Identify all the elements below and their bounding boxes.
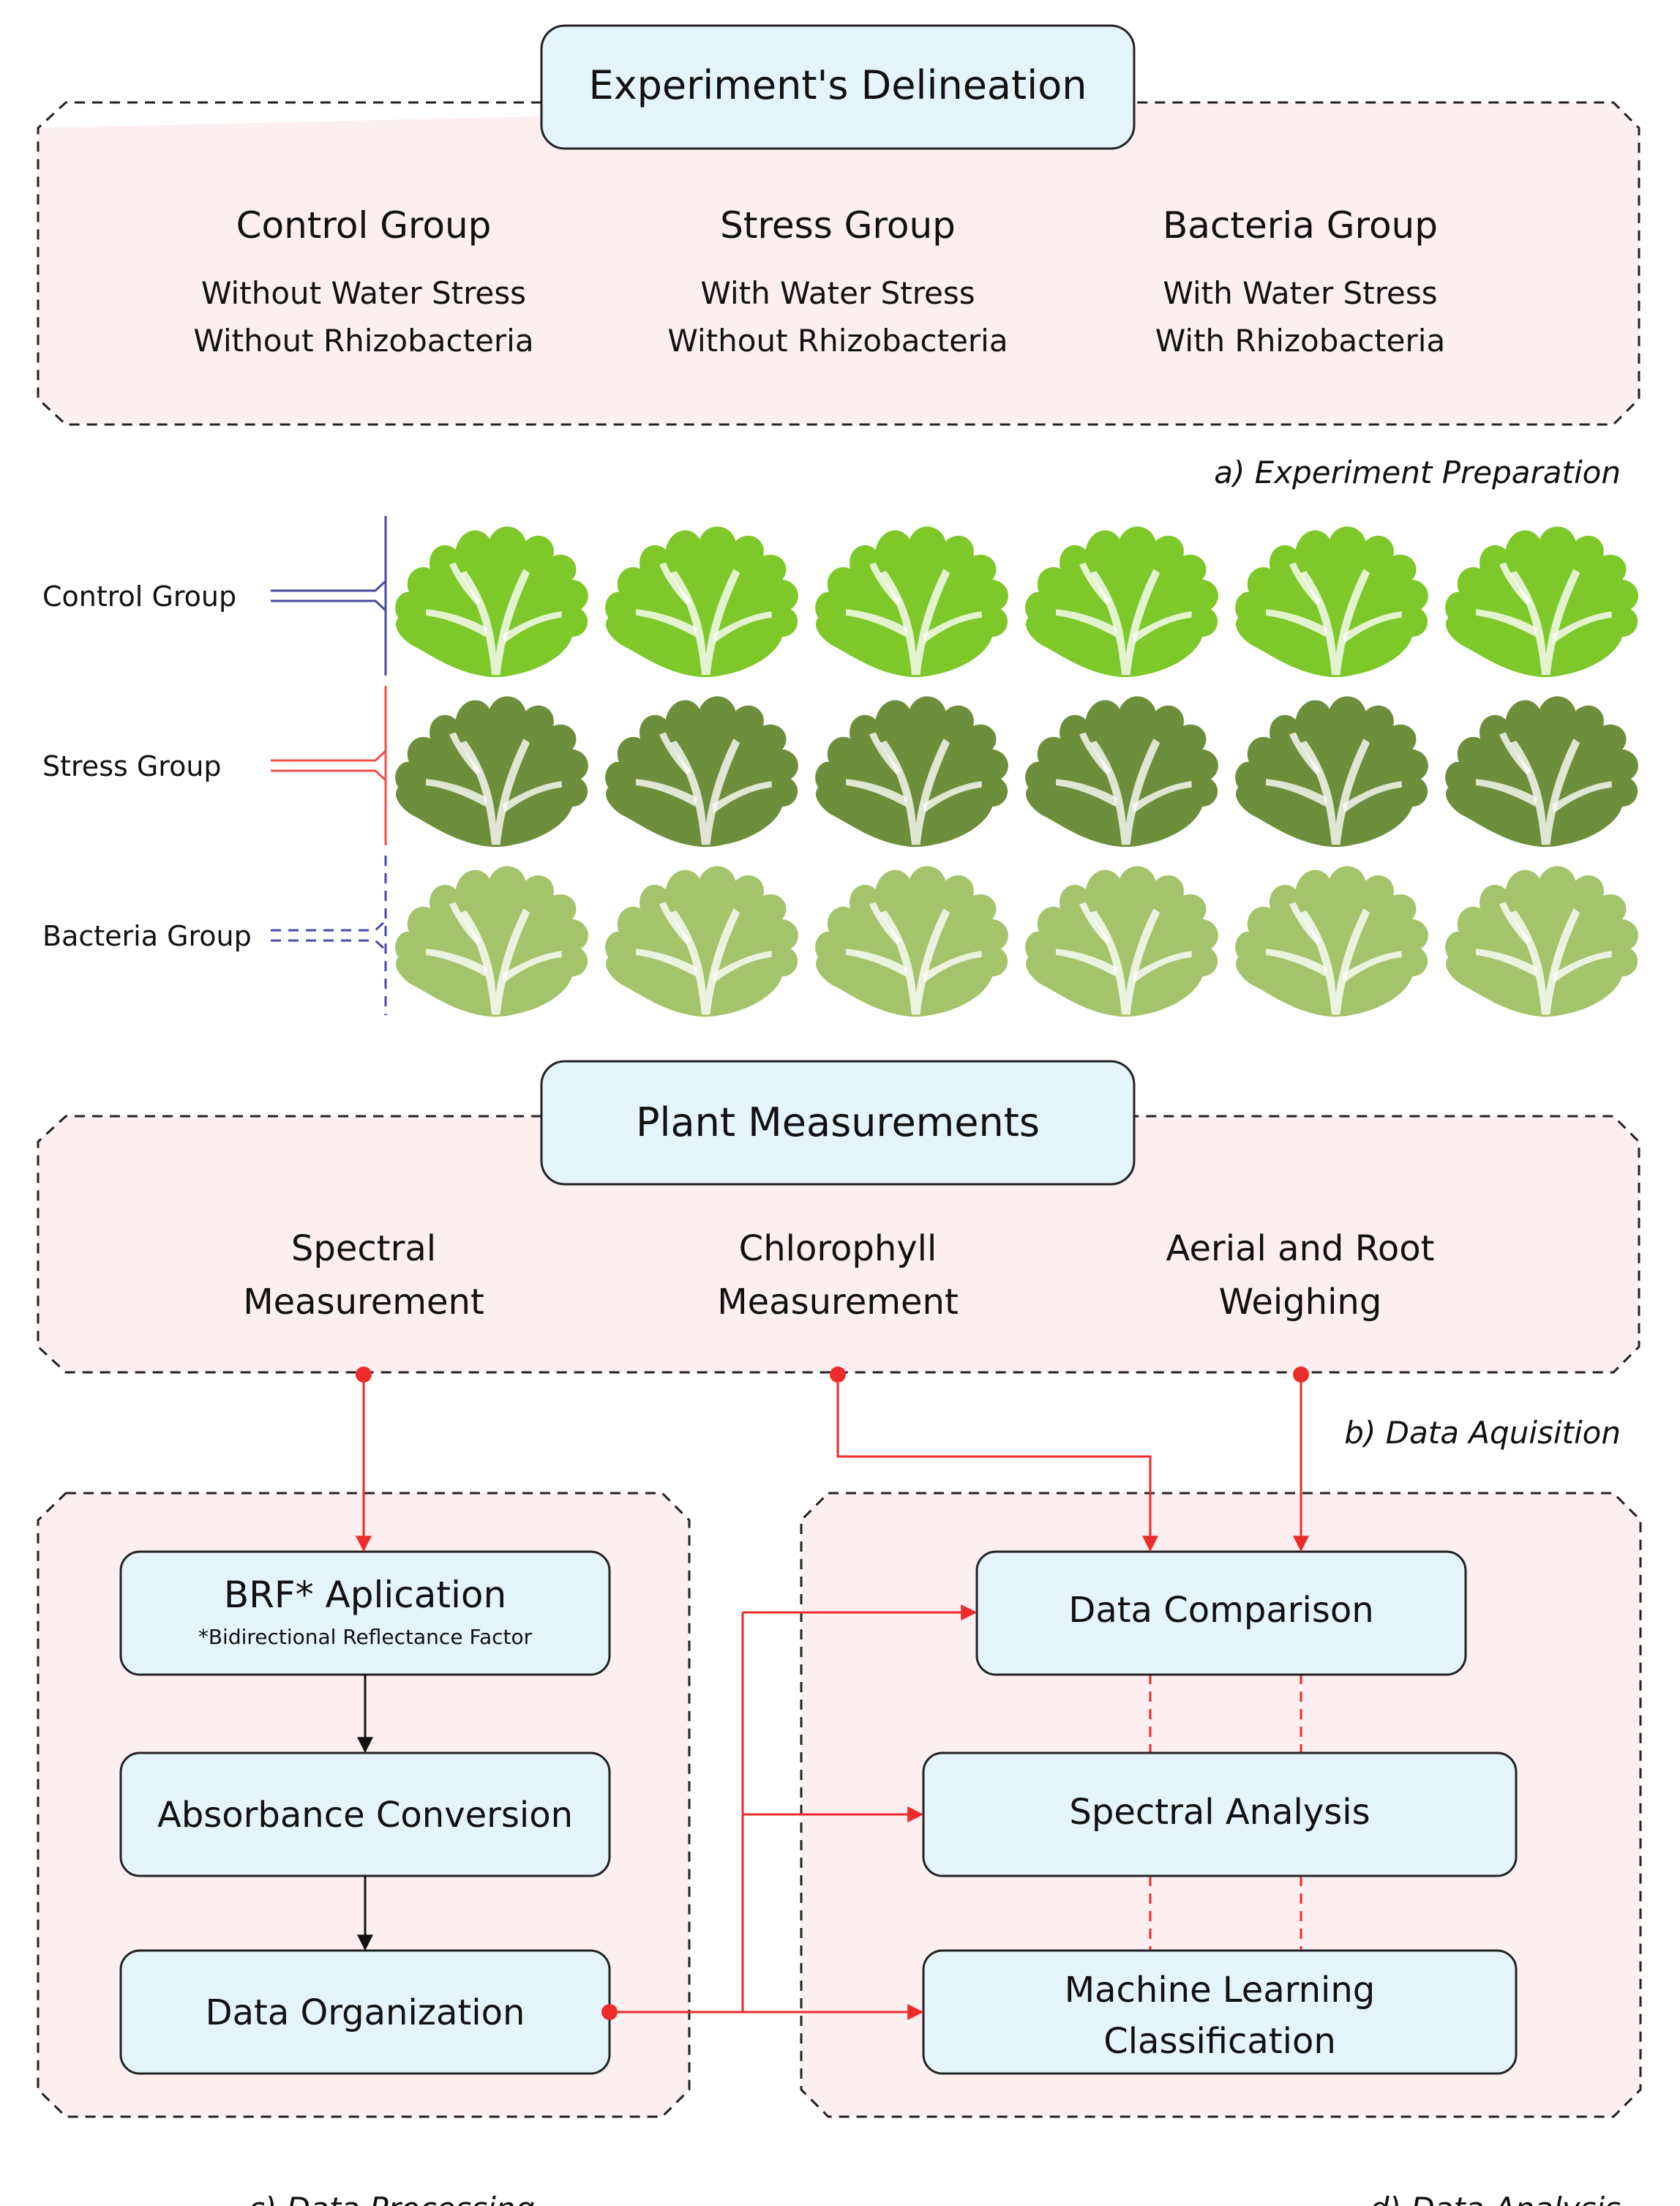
svg-text:Stress Group: Stress Group (720, 204, 956, 247)
caption-data-analysis: d) Data Analysis (1370, 2191, 1621, 2206)
svg-text:Weighing: Weighing (1219, 1282, 1382, 1323)
svg-text:Data Comparison: Data Comparison (1068, 1590, 1373, 1631)
lettuce-icon (395, 526, 588, 678)
svg-text:Aerial and Root: Aerial and Root (1166, 1228, 1435, 1269)
plant-row-label: Control Group (42, 580, 236, 613)
analysis-dashed-links (1149, 1674, 1302, 1951)
lettuce-icon (1025, 866, 1218, 1017)
svg-text:Spectral: Spectral (291, 1228, 436, 1269)
lettuce-icon (1445, 526, 1638, 678)
lettuce-icon (1445, 696, 1638, 848)
svg-text:Spectral Analysis: Spectral Analysis (1069, 1792, 1370, 1833)
plant-measurements-title-box: Plant Measurements (540, 1060, 1136, 1186)
svg-text:Classification: Classification (1103, 2021, 1336, 2062)
svg-text:Machine Learning: Machine Learning (1065, 1970, 1376, 2011)
measurement-spectral: Spectral Measurement (243, 1228, 484, 1323)
svg-text:BRF* Aplication: BRF* Aplication (224, 1574, 506, 1616)
svg-text:Without Rhizobacteria: Without Rhizobacteria (193, 323, 533, 359)
lettuce-icon (1025, 526, 1218, 678)
data-comparison-box: Data Comparison (975, 1550, 1467, 1676)
plant-row-label: Bacteria Group (42, 920, 252, 952)
lettuce-icon (605, 696, 798, 848)
svg-text:Control Group: Control Group (236, 204, 492, 247)
caption-data-acquisition: b) Data Aquisition (1344, 1415, 1621, 1451)
lettuce-icon (815, 696, 1008, 848)
measurement-chlorophyll: Chlorophyll Measurement (717, 1228, 959, 1323)
svg-text:With Water Stress: With Water Stress (700, 275, 975, 311)
svg-text:Bacteria Group: Bacteria Group (1163, 204, 1438, 247)
section-a-title: Experiment's Delineation (589, 62, 1087, 108)
section-b-title: Plant Measurements (636, 1099, 1040, 1145)
svg-text:Absorbance Conversion: Absorbance Conversion (157, 1795, 573, 1836)
measurement-weighing: Aerial and Root Weighing (1166, 1228, 1435, 1323)
machine-learning-box: Machine Learning Classification (922, 1949, 1518, 2075)
svg-text:Chlorophyll: Chlorophyll (739, 1228, 937, 1269)
group-control-description: Control Group Without Water Stress Witho… (193, 204, 533, 359)
svg-text:Measurement: Measurement (243, 1282, 484, 1323)
lettuce-icon (815, 526, 1008, 678)
svg-text:*Bidirectional Reflectance Fac: *Bidirectional Reflectance Factor (198, 1625, 533, 1649)
absorbance-conversion-box: Absorbance Conversion (119, 1751, 611, 1877)
brf-application-box: BRF* Aplication *Bidirectional Reflectan… (119, 1550, 611, 1676)
svg-text:Data Organization: Data Organization (206, 1992, 525, 2033)
svg-text:With Rhizobacteria: With Rhizobacteria (1155, 323, 1445, 359)
spectral-analysis-box: Spectral Analysis (922, 1751, 1518, 1877)
lettuce-icon (395, 866, 588, 1017)
lettuce-icon (815, 866, 1008, 1017)
lettuce-icon (1235, 696, 1428, 848)
svg-text:Without Rhizobacteria: Without Rhizobacteria (667, 323, 1008, 359)
acquisition-arrows (356, 1375, 1309, 1552)
svg-text:With Water Stress: With Water Stress (1163, 275, 1437, 311)
lettuce-icon (1445, 866, 1638, 1017)
organization-output-dot (601, 2004, 618, 2020)
plant-row-stress-group: Stress Group (42, 684, 1638, 848)
acquisition-arrow-dots (356, 1366, 1309, 1383)
organization-to-analysis-arrows (610, 1604, 978, 2020)
plant-row-bacteria-group: Bacteria Group (42, 854, 1638, 1017)
lettuce-icon (1025, 696, 1218, 848)
svg-text:Without Water Stress: Without Water Stress (201, 275, 526, 311)
data-organization-box: Data Organization (119, 1949, 611, 2075)
plant-row-control-group: Control Group (42, 515, 1638, 678)
caption-experiment-preparation: a) Experiment Preparation (1214, 455, 1621, 490)
lettuce-icon (1235, 526, 1428, 678)
experiment-delineation-title-box: Experiment's Delineation (540, 24, 1136, 150)
group-stress-description: Stress Group With Water Stress Without R… (667, 204, 1008, 359)
svg-text:Measurement: Measurement (717, 1282, 959, 1323)
lettuce-icon (395, 696, 588, 848)
lettuce-icon (1235, 866, 1428, 1017)
section-a-panel (37, 101, 1640, 426)
lettuce-icon (605, 866, 798, 1017)
lettuce-icon (605, 526, 798, 678)
group-bacteria-description: Bacteria Group With Water Stress With Rh… (1155, 204, 1445, 359)
caption-data-processing: c) Data Processing (248, 2191, 535, 2206)
plant-row-label: Stress Group (42, 750, 222, 782)
